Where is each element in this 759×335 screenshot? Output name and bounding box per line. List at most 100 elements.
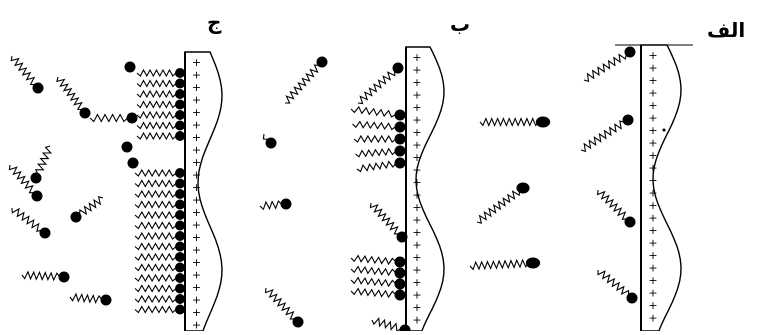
polar-head [280,198,292,210]
surfactant-molecule [70,196,104,223]
surfactant-molecule [136,78,185,89]
polar-head [394,289,406,301]
surfactant-molecule [353,133,406,145]
hydrocarbon-tail [136,79,177,88]
surfactant-molecule [469,257,541,271]
polar-head [175,294,185,304]
surfactant-molecule [30,145,53,184]
plus-sign: + [648,137,657,150]
polar-head [175,110,185,120]
polar-head [175,99,185,110]
polar-head [126,112,138,124]
plus-sign: + [192,319,201,332]
polar-head [316,56,328,68]
plus-sign: + [412,151,421,164]
hydrocarbon-tail [353,134,396,144]
polar-head [175,131,185,141]
plus-sign: + [412,114,421,127]
surfactant-molecule [357,62,404,105]
surfactant-molecule [479,116,551,128]
polar-head [624,46,636,58]
plus-sign: + [412,201,421,214]
surfactant-molecule [284,56,328,104]
plus-sign: + [192,256,201,269]
hydrocarbon-tail [134,200,177,209]
plus-sign: + [412,251,421,264]
surfactant-molecule [580,114,634,153]
polar-head [127,157,139,169]
surfactant-molecule [350,276,406,290]
surfactant-molecule [134,168,185,178]
plus-sign: + [412,164,421,177]
polar-head [265,137,277,149]
hydrocarbon-tail [134,252,177,262]
hydrocarbon-tail [69,292,103,305]
surfactant-molecule [264,287,304,328]
hydrocarbon-tail [350,254,396,266]
hydrocarbon-tail [136,121,177,130]
plus-sign: + [412,289,421,302]
polar-head [79,107,91,119]
hydrocarbon-tail [371,317,402,333]
plus-sign: + [192,144,201,157]
plus-sign: + [648,174,657,187]
polar-head [175,120,185,131]
polar-head [394,157,406,169]
hydrocarbon-tail [89,113,128,123]
plus-sign: + [412,264,421,277]
polar-head [30,172,42,184]
plus-sign: + [192,56,201,69]
surfactant-molecule [11,207,51,239]
hydrocarbon-tail [134,263,177,272]
hydrocarbon-tail [136,89,177,99]
hydrocarbon-tail [355,147,396,158]
surfactant-molecule [134,252,185,262]
polar-head [394,133,406,145]
plus-sign: + [192,231,201,244]
hydrocarbon-tail [21,270,61,282]
plus-sign: + [648,212,657,225]
polar-head [175,273,185,283]
polar-head [58,271,70,283]
hydrocarbon-tail [56,76,83,111]
plus-sign: + [648,312,657,325]
surfactant-molecule [597,269,638,304]
plus-sign: + [412,101,421,114]
plus-sign: + [412,126,421,139]
polar-head [124,61,136,73]
surfactant-molecule [262,133,277,149]
hydrocarbon-tail [580,120,625,153]
hydrocarbon-tail [134,284,177,293]
plus-sign: + [192,119,201,132]
polar-head [626,292,638,304]
plus-sign: + [648,87,657,100]
surfactant-molecule [350,287,406,301]
surfactant-molecule [134,262,185,273]
plus-sign: + [192,181,201,194]
surfactant-molecule [56,76,91,119]
plus-sign: + [192,294,201,307]
plus-sign: + [648,187,657,200]
polar-head [32,82,44,94]
surfactant-molecule [134,210,185,220]
hydrocarbon-tail [583,53,627,83]
surface-outline [184,51,223,332]
polar-head [175,210,185,220]
polar-head [175,231,185,241]
polar-head [175,68,185,78]
plus-sign: + [192,244,201,257]
plus-sign: + [412,89,421,102]
plus-sign: + [412,276,421,289]
hydrocarbon-tail [134,210,177,220]
surfactant-molecule [89,112,138,124]
hydrocarbon-tail [134,294,177,304]
plus-sign: + [192,69,201,82]
hydrocarbon-tail [134,305,177,314]
surfactant-molecule [596,189,636,228]
surface-dot [662,128,666,132]
hydrocarbon-tail [262,133,269,141]
plus-sign: + [192,94,201,107]
surfactant-molecule [134,241,185,252]
hydrocarbon-tail [469,258,530,271]
